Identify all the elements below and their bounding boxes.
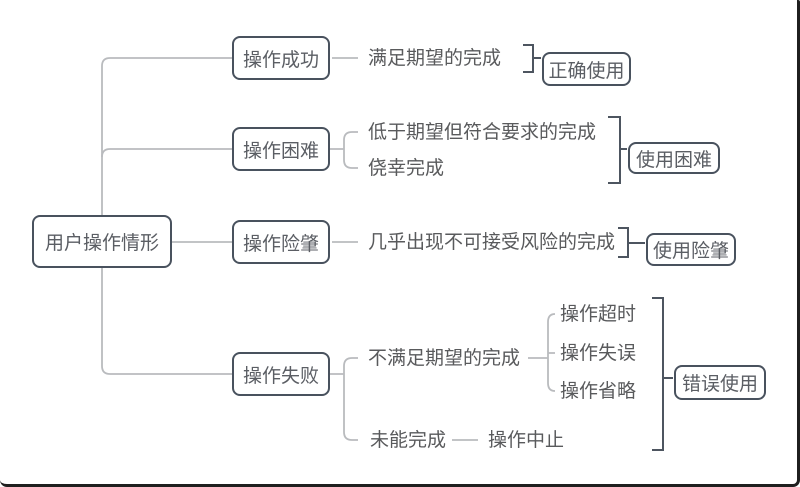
node-operation-failure: 操作失败	[232, 352, 330, 396]
leaf-operation-abort: 操作中止	[488, 429, 565, 451]
leaf-unmet-expectation-completion: 不满足期望的完成	[368, 347, 521, 369]
trunk-to-success	[101, 57, 232, 215]
category-use-nearmiss: 使用险肇	[646, 233, 736, 266]
leaf-operation-timeout: 操作超时	[560, 303, 637, 325]
category-wrong-use: 错误使用	[674, 365, 766, 400]
node-root: 用户操作情形	[32, 215, 172, 268]
node-operation-success: 操作成功	[232, 36, 330, 80]
leaf-lucky-completion: 侥幸完成	[368, 157, 445, 179]
failure-split-connector	[330, 357, 358, 441]
node-operation-difficulty: 操作困难	[232, 127, 330, 171]
leaf-expected-completion: 满足期望的完成	[368, 47, 502, 69]
node-operation-nearmiss: 操作险肇	[232, 220, 330, 264]
trunk-to-difficulty	[101, 148, 232, 158]
category-use-difficulty: 使用困难	[628, 142, 720, 174]
bracket-wrong-use	[652, 297, 673, 451]
bracket-use-nearmiss	[618, 227, 645, 258]
leaf-not-completed: 未能完成	[370, 429, 447, 451]
leaf-below-expectation-completion: 低于期望但符合要求的完成	[368, 121, 597, 143]
category-correct-use: 正确使用	[542, 52, 631, 86]
bracket-correct-use	[523, 44, 541, 73]
failure-sub-split-connector	[528, 313, 556, 392]
leaf-operation-omission: 操作省略	[560, 380, 637, 402]
leaf-near-risk-completion: 几乎出现不可接受风险的完成	[368, 231, 616, 253]
trunk-to-failure	[101, 268, 232, 375]
difficulty-split-connector	[330, 131, 358, 169]
bracket-use-difficulty	[608, 116, 627, 184]
leaf-operation-mistake: 操作失误	[560, 342, 637, 364]
